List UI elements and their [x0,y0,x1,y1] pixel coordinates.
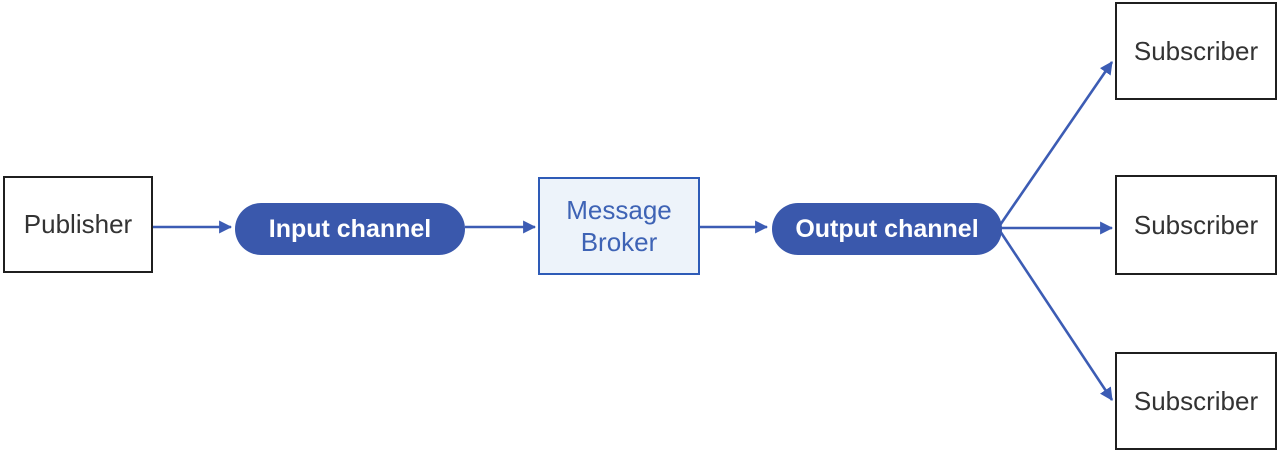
subscriber-node-1: Subscriber [1115,2,1277,100]
subscriber-2-label: Subscriber [1133,209,1259,240]
message-broker-label: Message Broker [566,194,672,258]
subscriber-node-2: Subscriber [1115,175,1277,275]
subscriber-3-label: Subscriber [1133,385,1259,416]
output-channel-node: Output channel [772,203,1002,255]
publisher-label: Publisher [23,209,133,239]
input-channel-node: Input channel [235,203,465,255]
subscriber-1-label: Subscriber [1133,35,1259,66]
output-channel-label: Output channel [795,214,979,243]
publisher-node: Publisher [3,176,153,273]
input-channel-label: Input channel [268,214,432,243]
subscriber-node-3: Subscriber [1115,352,1277,450]
message-broker-node: Message Broker [538,177,700,275]
arrow-output-channel-to-subscriber-3 [996,227,1114,401]
arrow-output-channel-to-subscriber-1 [996,61,1114,229]
